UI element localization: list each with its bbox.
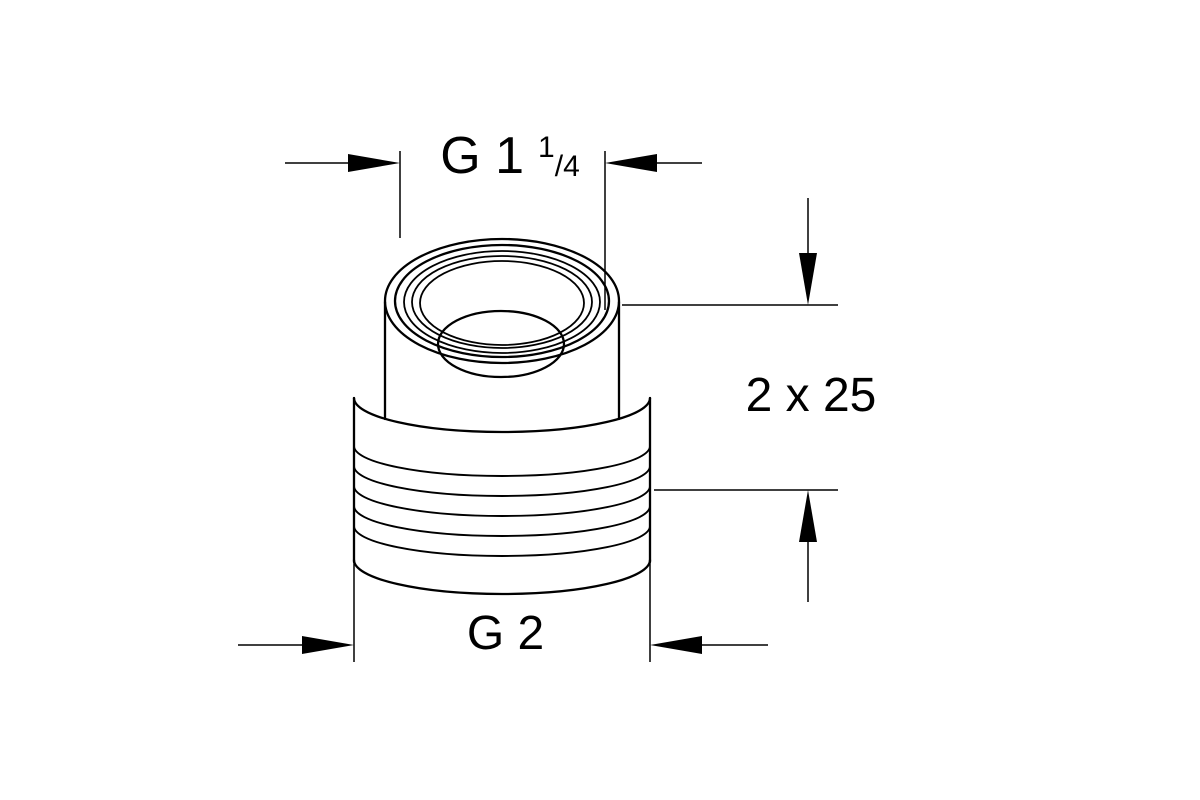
dimension-label-height: 2 x 25: [745, 369, 877, 422]
bore-hole-ellipse: [436, 309, 566, 379]
dimension-lines: [238, 151, 838, 662]
thread-ellipse-3: [419, 260, 585, 346]
lower-cylinder-bottom-arc: [352, 558, 652, 596]
internal-thread-ellipses: [403, 250, 601, 354]
dimension-label-top-thread: G 1 1/4: [405, 130, 615, 182]
arrow-top-left: [348, 154, 400, 172]
thread-line-2: [353, 465, 651, 497]
dimension-arrowheads: [302, 154, 817, 654]
thread-line-3: [353, 485, 651, 517]
arrow-top-right: [605, 154, 657, 172]
part-geometry: [352, 237, 652, 596]
thread-line-1: [353, 445, 651, 477]
arrow-right-down: [799, 253, 817, 305]
top-thread-size-text: G 1: [440, 127, 525, 185]
arrow-right-up: [799, 490, 817, 542]
arrow-bottom-left: [302, 636, 354, 654]
thread-line-4: [353, 505, 651, 537]
dimension-label-bottom-thread: G 2: [466, 607, 545, 660]
rim-lip-ellipse: [393, 243, 611, 359]
thread-ellipse-1: [403, 250, 601, 354]
thread-line-5: [353, 525, 651, 557]
top-thread-fraction-numerator: 1: [538, 131, 555, 164]
external-thread-lines: [353, 445, 651, 557]
arrow-bottom-right: [650, 636, 702, 654]
top-thread-fraction-denominator: /4: [554, 150, 580, 183]
lower-cylinder-top-arc: [352, 396, 652, 434]
thread-ellipse-2: [411, 255, 593, 349]
